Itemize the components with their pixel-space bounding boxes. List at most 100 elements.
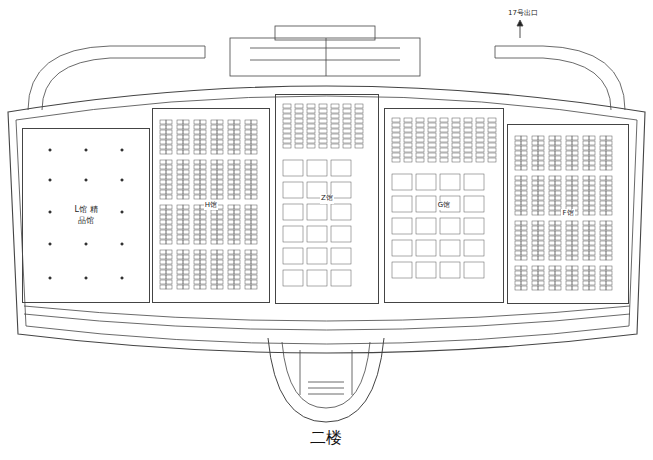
booth (464, 128, 472, 132)
booth (217, 160, 223, 164)
booth (160, 250, 166, 254)
booth (160, 170, 166, 174)
booth (307, 129, 315, 133)
booth (319, 139, 327, 143)
booth (183, 255, 189, 259)
booth (440, 118, 448, 122)
booth (251, 255, 257, 259)
booth (245, 165, 251, 169)
booth (532, 151, 538, 155)
booth (200, 195, 206, 199)
booth (217, 270, 223, 274)
booth (307, 248, 327, 264)
booth (160, 175, 166, 179)
booth (307, 139, 315, 143)
booth (392, 148, 400, 152)
booth (177, 175, 183, 179)
booth (177, 190, 183, 194)
booth (555, 141, 561, 145)
booth (583, 181, 589, 185)
booth (488, 123, 496, 127)
booth (555, 241, 561, 245)
booth (166, 125, 172, 129)
booth (183, 195, 189, 199)
booth (251, 285, 257, 289)
booth (183, 135, 189, 139)
booth (194, 150, 200, 154)
booth (515, 141, 521, 145)
booth (515, 196, 521, 200)
booth (440, 240, 460, 256)
booth (160, 140, 166, 144)
booth (555, 286, 561, 290)
booth (217, 175, 223, 179)
booth (228, 185, 234, 189)
booth (245, 125, 251, 129)
booth (572, 266, 578, 270)
booth (566, 286, 572, 290)
exhibition-hall: L馆 精品馆 (22, 128, 150, 303)
exhibition-hall: G馆 (384, 108, 504, 303)
hall-label: G馆 (437, 201, 451, 210)
booth (200, 260, 206, 264)
booth (538, 156, 544, 160)
booth (307, 124, 315, 128)
column-dot (121, 243, 124, 246)
booth (251, 205, 257, 209)
hall-label: Z馆 (320, 194, 334, 203)
booth (416, 262, 436, 278)
booth (200, 175, 206, 179)
booth (251, 230, 257, 234)
booth (283, 226, 303, 242)
booth (228, 255, 234, 259)
booth (589, 256, 595, 260)
booth (166, 215, 172, 219)
booth (606, 241, 612, 245)
booth (521, 176, 527, 180)
booth (343, 114, 351, 118)
booth (521, 246, 527, 250)
booth (515, 191, 521, 195)
booth (538, 151, 544, 155)
booth (245, 285, 251, 289)
booth (166, 120, 172, 124)
booth (464, 148, 472, 152)
booth (211, 120, 217, 124)
booth (217, 240, 223, 244)
booth (343, 129, 351, 133)
booth (521, 136, 527, 140)
booth (217, 195, 223, 199)
booth (606, 181, 612, 185)
booth (200, 170, 206, 174)
booth (217, 250, 223, 254)
booth (589, 191, 595, 195)
booth (416, 148, 424, 152)
booth (515, 156, 521, 160)
booth (183, 270, 189, 274)
booth (177, 270, 183, 274)
booth (177, 150, 183, 154)
booth (572, 156, 578, 160)
booth (211, 135, 217, 139)
booth (234, 230, 240, 234)
booth (555, 186, 561, 190)
booth (177, 275, 183, 279)
booth (166, 165, 172, 169)
booth (211, 185, 217, 189)
booth (572, 236, 578, 240)
booth (521, 151, 527, 155)
booth (572, 161, 578, 165)
booth (166, 160, 172, 164)
booth (538, 236, 544, 240)
booth (228, 140, 234, 144)
booth (440, 128, 448, 132)
main-entrance (268, 338, 384, 422)
booth (600, 251, 606, 255)
booth (464, 133, 472, 137)
booth (166, 260, 172, 264)
booth (283, 248, 303, 264)
booth (245, 175, 251, 179)
booth (331, 139, 339, 143)
booth (234, 270, 240, 274)
booth (251, 250, 257, 254)
